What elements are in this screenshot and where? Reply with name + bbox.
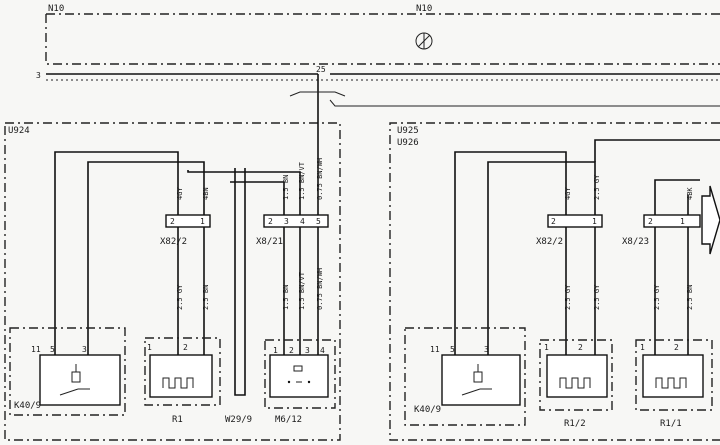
connector-x8-21: 2 3 4 5 X8/21 bbox=[256, 214, 329, 247]
r1-1-label: R1/1 bbox=[660, 419, 682, 429]
x8-23-label: X8/23 bbox=[622, 237, 649, 247]
relay-coil-icon bbox=[59, 364, 90, 396]
component-k40-9-right: 11 5 3 K40/9 bbox=[404, 327, 526, 426]
wire-label: 2.5 GY bbox=[564, 284, 572, 310]
u925-title: U925 bbox=[397, 126, 419, 136]
r1-2-label: R1/2 bbox=[564, 419, 586, 429]
svg-text:1: 1 bbox=[680, 217, 685, 226]
k40-9-right-label: K40/9 bbox=[414, 405, 441, 415]
svg-text:5: 5 bbox=[450, 345, 455, 354]
svg-text:3: 3 bbox=[82, 345, 87, 354]
svg-text:2: 2 bbox=[674, 343, 679, 352]
n10-pin-3: 3 bbox=[36, 71, 41, 80]
wire-label: 4BN bbox=[202, 187, 210, 200]
n10-center-label: N10 bbox=[416, 4, 432, 14]
svg-text:2: 2 bbox=[578, 343, 583, 352]
n10-unit: N10 N10 3 25 bbox=[36, 4, 720, 107]
svg-text:5: 5 bbox=[316, 217, 321, 226]
n10-frame bbox=[45, 14, 720, 65]
svg-text:1: 1 bbox=[544, 343, 549, 352]
wire-label: 2.5 GY bbox=[176, 284, 184, 310]
heater-element-icon bbox=[162, 377, 194, 389]
wire-label: 2.5 BN bbox=[202, 285, 210, 310]
connector-x82-2-right: 2 1 X82/2 bbox=[536, 214, 603, 247]
m6-12-label: M6/12 bbox=[275, 415, 302, 425]
u925-frame bbox=[389, 122, 720, 441]
svg-text:3: 3 bbox=[484, 345, 489, 354]
svg-text:2: 2 bbox=[170, 217, 175, 226]
connector-x8-23: 2 1 X8/23 bbox=[622, 214, 701, 247]
svg-text:2: 2 bbox=[648, 217, 653, 226]
svg-text:3: 3 bbox=[305, 346, 310, 355]
component-r1-2: 1 2 R1/2 bbox=[539, 339, 613, 429]
wire-label: 2.5 GY bbox=[593, 284, 601, 310]
r1-label: R1 bbox=[172, 415, 183, 425]
branch-bracket bbox=[289, 91, 346, 97]
u926-title: U926 bbox=[397, 138, 419, 148]
component-k40-9: 11 5 3 K40/9 bbox=[9, 327, 126, 416]
wire-label: 0.75 BN/WH bbox=[316, 158, 324, 200]
n10-pin-25: 25 bbox=[316, 65, 326, 74]
wire-label: 1.5 BN/VT bbox=[298, 271, 306, 310]
svg-text:11: 11 bbox=[430, 345, 440, 354]
svg-text:5: 5 bbox=[50, 345, 55, 354]
svg-text:4: 4 bbox=[300, 217, 305, 226]
component-r1-1: 1 2 R1/1 bbox=[635, 339, 713, 429]
n10-left-label: N10 bbox=[48, 4, 64, 14]
w29-label: W29/9 bbox=[225, 415, 252, 425]
svg-text:1: 1 bbox=[200, 217, 205, 226]
svg-text:4: 4 bbox=[320, 346, 325, 355]
motor-icon bbox=[287, 365, 311, 384]
svg-text:2: 2 bbox=[289, 346, 294, 355]
svg-text:3: 3 bbox=[284, 217, 289, 226]
wire-label: 2.5 GY bbox=[593, 174, 601, 200]
wire-label: 2.5 GY bbox=[653, 284, 661, 310]
svg-text:1: 1 bbox=[592, 217, 597, 226]
u924-title: U924 bbox=[8, 126, 30, 136]
wire-label: 1.5 BN bbox=[282, 175, 290, 200]
svg-text:1: 1 bbox=[147, 343, 152, 352]
component-m6-12: 1 2 3 4 M6/12 bbox=[264, 339, 336, 425]
k40-9-label: K40/9 bbox=[14, 401, 41, 411]
wire-label: 4BK bbox=[686, 187, 694, 200]
svg-text:2: 2 bbox=[551, 217, 556, 226]
w29-lead bbox=[234, 168, 246, 396]
heater-element-icon bbox=[559, 377, 591, 389]
wire-label: 1.5 BN/VT bbox=[298, 161, 306, 200]
x8-21-label: X8/21 bbox=[256, 237, 283, 247]
wire-label: 1.5 BN bbox=[282, 285, 290, 310]
wire-label: 0.75 BN/WH bbox=[316, 268, 324, 310]
heater-element-icon bbox=[655, 377, 687, 389]
svg-text:2: 2 bbox=[183, 343, 188, 352]
svg-text:2: 2 bbox=[268, 217, 273, 226]
continuation-arrow-icon bbox=[701, 185, 720, 255]
x82-2-label: X82/2 bbox=[160, 237, 187, 247]
svg-text:1: 1 bbox=[273, 346, 278, 355]
n10-symbol-icon bbox=[415, 32, 433, 50]
wire-label: 2.5 BN bbox=[686, 285, 694, 310]
svg-text:1: 1 bbox=[640, 343, 645, 352]
connector-x82-2: 2 1 X82/2 bbox=[160, 214, 211, 247]
u924-frame bbox=[4, 122, 341, 441]
wire-label: 4GY bbox=[176, 187, 184, 200]
component-r1: 1 2 R1 bbox=[144, 337, 221, 425]
relay-coil-icon bbox=[461, 364, 492, 396]
group-u924: U924 W29/9 4GY 4BN 1.5 BN 1.5 BN/VT 0.75… bbox=[4, 100, 341, 441]
svg-text:11: 11 bbox=[31, 345, 41, 354]
group-u925-u926: U925 U926 4GY 2.5 GY 4BK 2 1 X82/2 2 1 X… bbox=[389, 122, 720, 441]
wire-label: 4GY bbox=[564, 187, 572, 200]
x82-2-right-label: X82/2 bbox=[536, 237, 563, 247]
